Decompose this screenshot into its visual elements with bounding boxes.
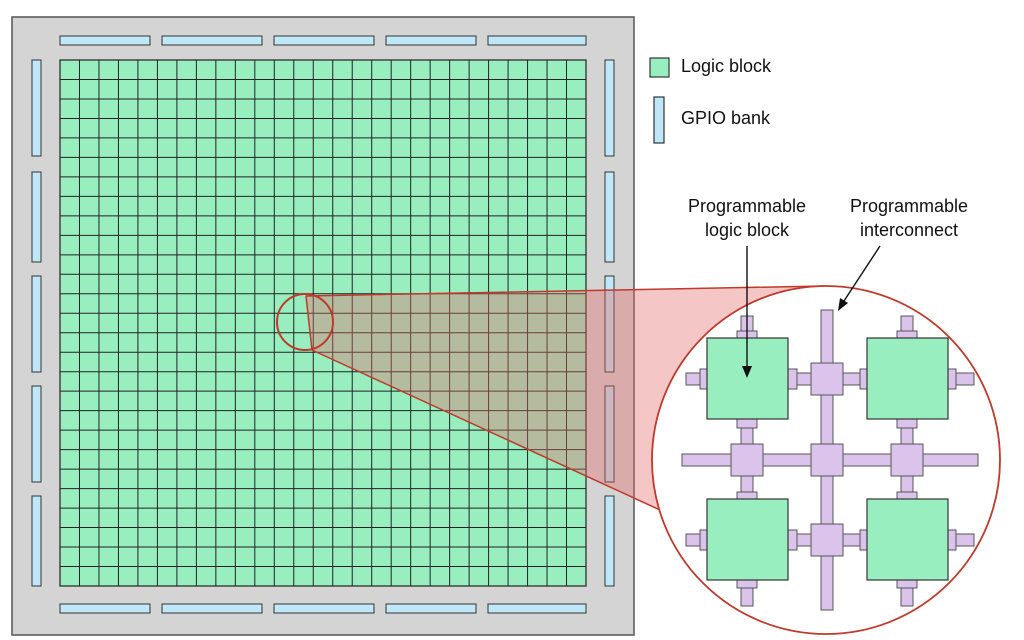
gpio-bank-bottom-1 [59, 603, 151, 614]
gpio-bank-right-1 [604, 59, 615, 157]
gpio-bank-left-4 [31, 385, 42, 483]
switch-box-top [810, 362, 844, 396]
legend-gpio-bank-label: GPIO bank [681, 108, 771, 128]
gpio-bank-top-4 [385, 35, 477, 46]
gpio-bank-left-3 [31, 275, 42, 373]
zoom-logic-block-bottom-right [866, 498, 949, 581]
gpio-bank-bottom-5 [487, 603, 587, 614]
gpio-bank-left-5 [31, 495, 42, 587]
callout-arrowhead-logic-block [742, 366, 752, 378]
legend-logic-block-label: Logic block [681, 56, 772, 76]
switch-box-middle-left [730, 443, 764, 477]
legend-gpio-bank: GPIO bank [681, 108, 770, 129]
zoom-source-circle [276, 293, 334, 351]
switch-box-bottom [810, 523, 844, 557]
logic-fabric [59, 59, 587, 587]
gpio-bank-top-3 [273, 35, 375, 46]
callout-programmable-logic-block: Programmable logic block [687, 196, 807, 240]
gpio-bank-right-5 [604, 495, 615, 587]
zoom-detail [681, 309, 979, 611]
switch-box-middle-right [890, 443, 924, 477]
gpio-bank-right-3 [604, 275, 615, 373]
legend-logic-block: Logic block [681, 56, 771, 77]
gpio-bank-left-1 [31, 59, 42, 157]
gpio-bank-top-1 [59, 35, 151, 46]
gpio-bank-bottom-2 [161, 603, 263, 614]
zoom-logic-block-bottom-left [706, 498, 789, 581]
gpio-bank-top-5 [487, 35, 587, 46]
callout-arrow-interconnect [841, 245, 881, 305]
gpio-bank-bottom-4 [385, 603, 477, 614]
gpio-bank-left-2 [31, 171, 42, 263]
callout-programmable-interconnect: Programmable interconnect [849, 196, 969, 240]
callout-arrowhead-interconnect [838, 298, 848, 311]
legend-swatch-logic-block [649, 57, 670, 78]
logic-block-grid [60, 60, 586, 586]
gpio-bank-bottom-3 [273, 603, 375, 614]
gpio-bank-right-4 [604, 385, 615, 483]
zoom-logic-block-top-right [866, 337, 949, 420]
gpio-banks [31, 35, 615, 614]
legend-swatch-gpio-bank [653, 96, 665, 144]
gpio-bank-right-2 [604, 171, 615, 263]
switch-box-center [810, 443, 844, 477]
gpio-bank-top-2 [161, 35, 263, 46]
